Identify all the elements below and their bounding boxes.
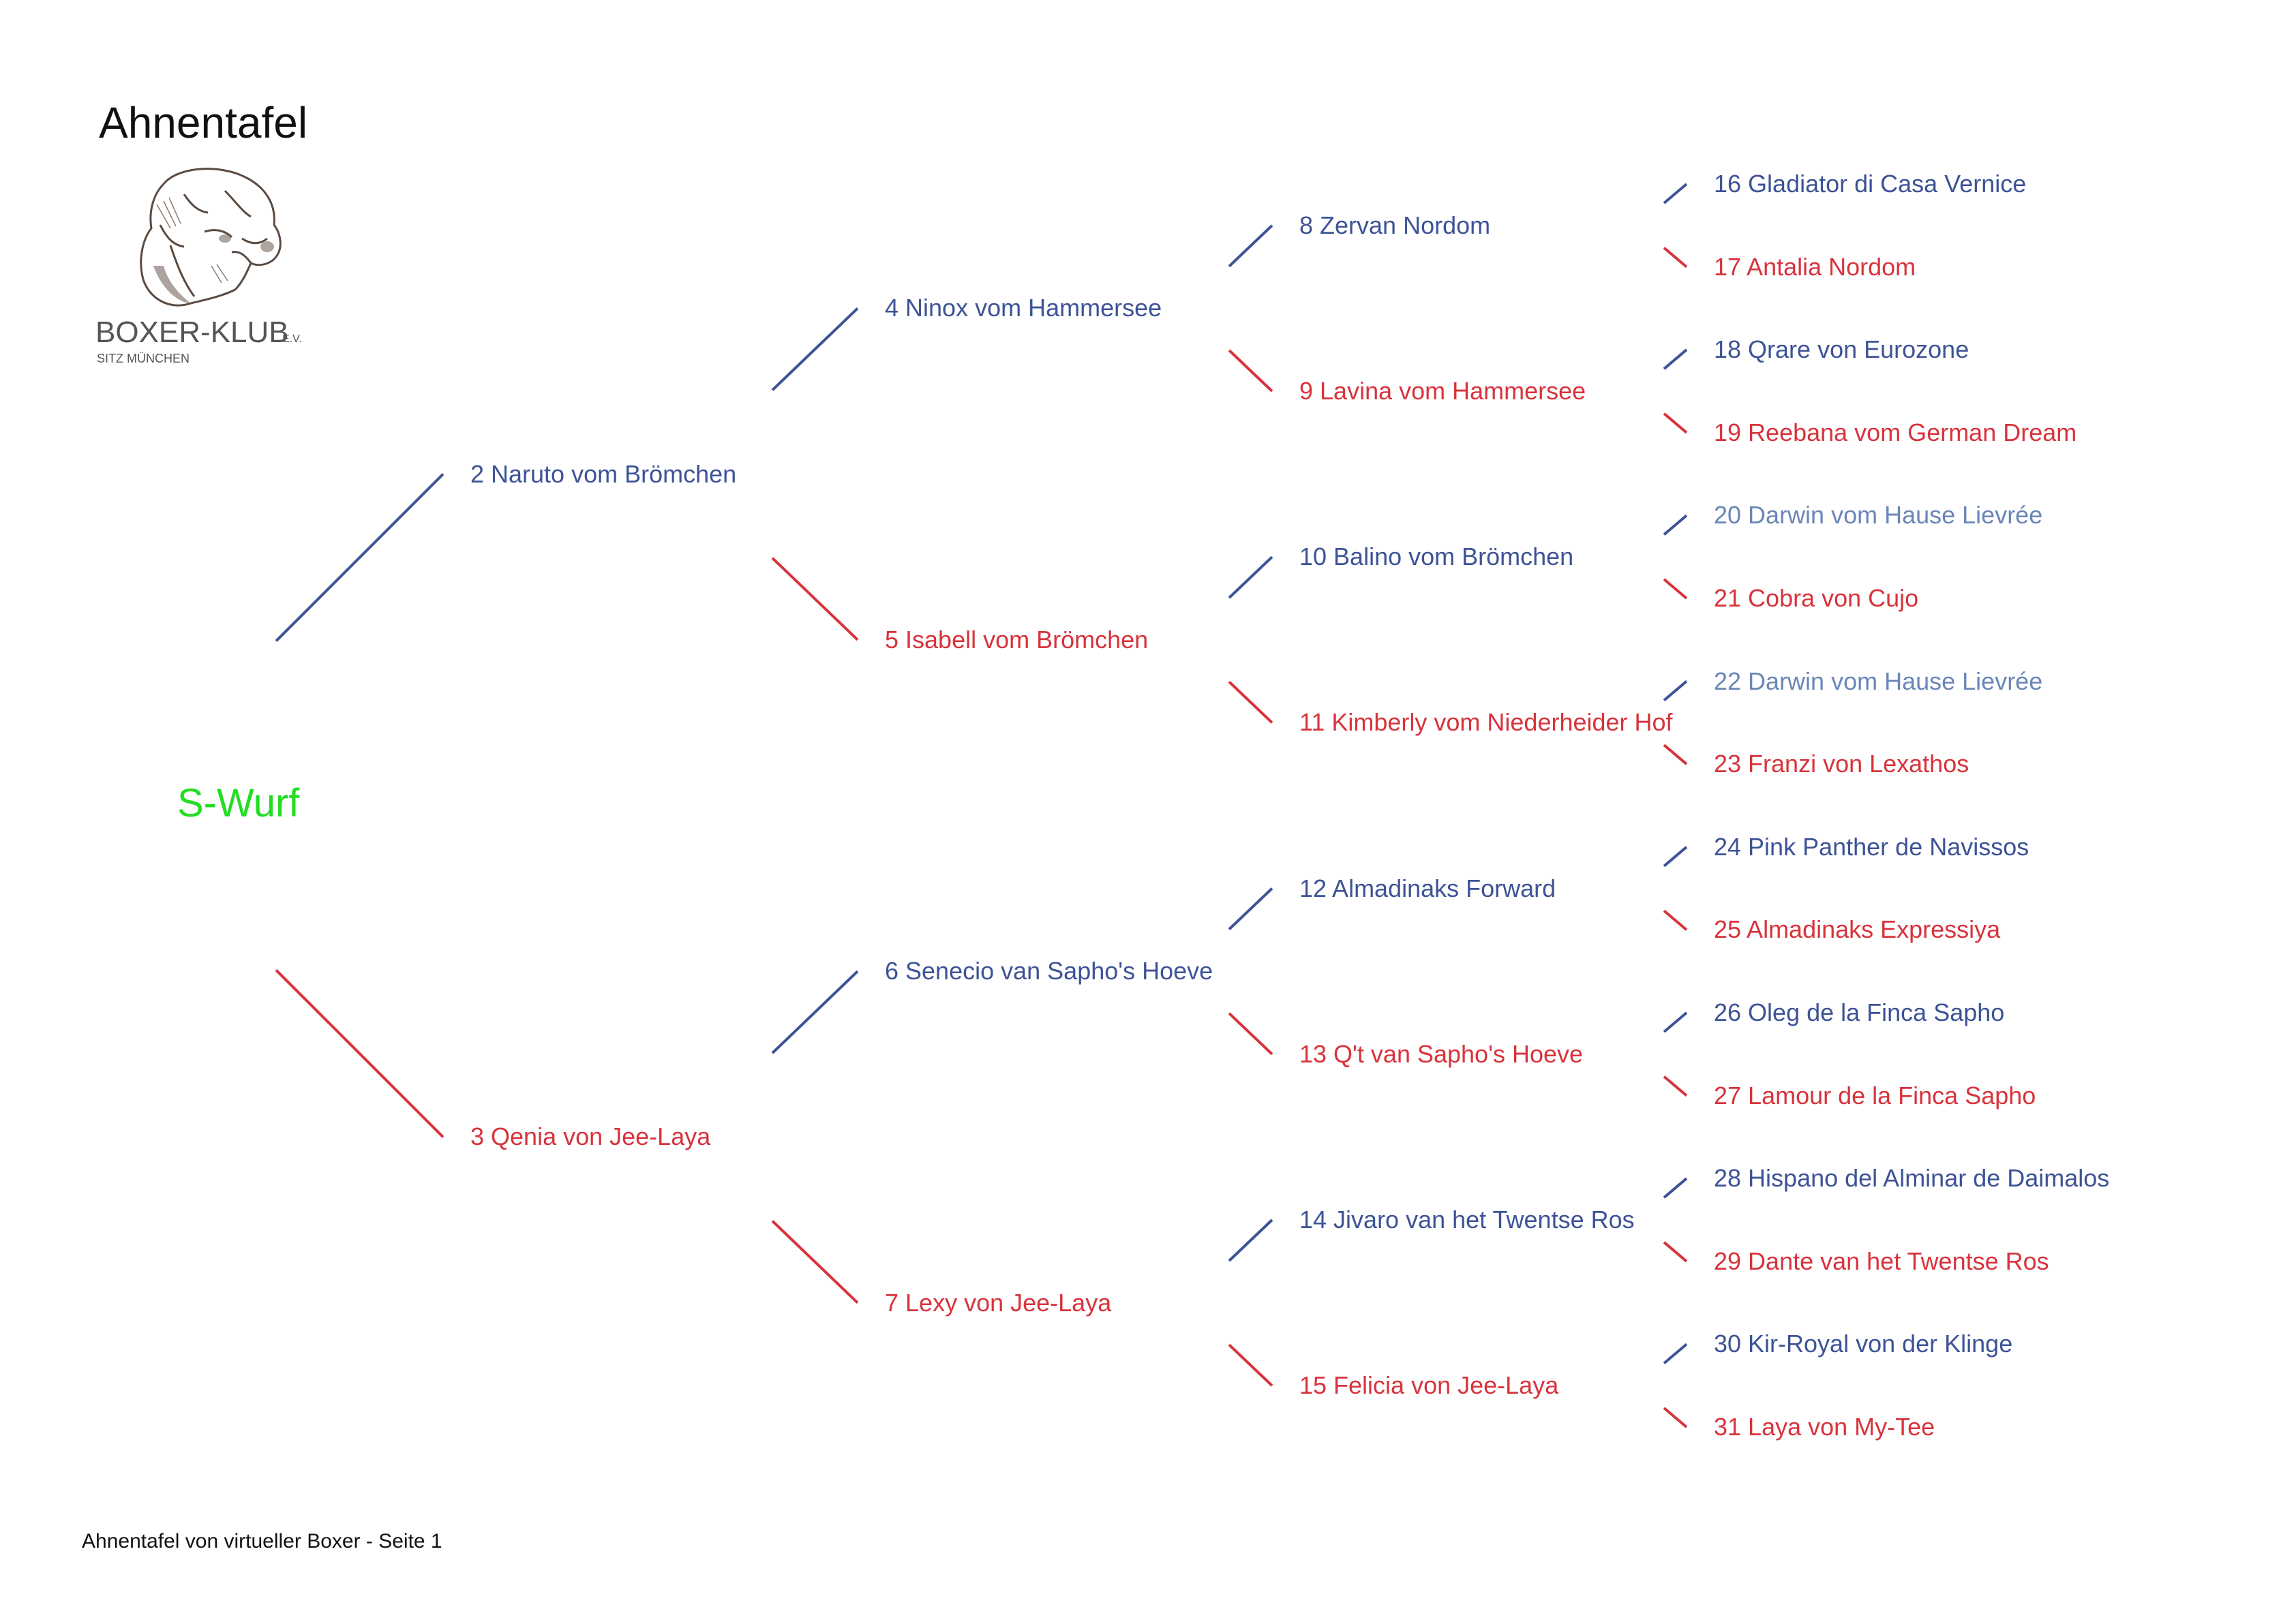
connector-13	[1228, 1012, 1273, 1056]
connector-9	[1228, 349, 1273, 393]
connector-14	[1228, 1219, 1273, 1262]
ancestor-8: 8 Zervan Nordom	[1299, 211, 1491, 239]
ancestor-20: 20 Darwin vom Hause Lievrée	[1714, 501, 2043, 530]
page-footer: Ahnentafel von virtueller Boxer - Seite …	[82, 1530, 442, 1552]
connector-12	[1228, 887, 1273, 931]
ancestor-9: 9 Lavina vom Hammersee	[1299, 377, 1586, 405]
ancestor-11: 11 Kimberly vom Niederheider Hof	[1299, 708, 1673, 737]
logo-name: BOXER-KLUB	[95, 316, 289, 349]
ancestor-10: 10 Balino vom Brömchen	[1299, 542, 1574, 571]
ancestor-19: 19 Reebana vom German Dream	[1714, 418, 2077, 446]
ancestor-6: 6 Senecio van Sapho's Hoeve	[885, 957, 1213, 985]
connector-16	[1663, 183, 1688, 204]
ancestor-2: 2 Naruto vom Brömchen	[470, 459, 737, 488]
connector-21	[1663, 578, 1688, 600]
ancestor-27: 27 Lamour de la Finca Sapho	[1714, 1081, 2036, 1110]
ancestor-23: 23 Franzi von Lexathos	[1714, 750, 1969, 778]
connector-20	[1663, 514, 1688, 536]
logo-suffix: E.V.	[282, 333, 302, 345]
connector-3	[275, 968, 444, 1138]
ancestor-29: 29 Dante van het Twentse Ros	[1714, 1246, 2049, 1275]
ancestor-21: 21 Cobra von Cujo	[1714, 584, 1919, 612]
connector-4	[771, 307, 859, 391]
connector-7	[771, 1220, 859, 1304]
litter-label: S-Wurf	[177, 781, 300, 825]
connector-17	[1663, 247, 1688, 269]
ancestor-7: 7 Lexy von Jee-Laya	[885, 1288, 1112, 1317]
connector-10	[1228, 555, 1273, 599]
ancestor-5: 5 Isabell vom Brömchen	[885, 625, 1149, 654]
connector-23	[1663, 744, 1688, 765]
connector-6	[771, 970, 859, 1054]
ancestor-13: 13 Q't van Sapho's Hoeve	[1299, 1039, 1584, 1068]
connector-15	[1228, 1343, 1273, 1387]
ancestor-26: 26 Oleg de la Finca Sapho	[1714, 998, 2005, 1026]
boxer-klub-logo: BOXER-KLUB E.V. SITZ MÜNCHEN	[89, 164, 320, 375]
connector-11	[1228, 680, 1273, 724]
logo-subtitle: SITZ MÜNCHEN	[97, 352, 190, 365]
ancestor-18: 18 Qrare von Eurozone	[1714, 335, 1969, 364]
page-title: Ahnentafel	[99, 98, 308, 147]
connector-25	[1663, 909, 1688, 931]
connector-5	[771, 557, 859, 641]
connector-2	[275, 473, 444, 643]
ancestor-15: 15 Felicia von Jee-Laya	[1299, 1371, 1559, 1400]
connector-19	[1663, 412, 1688, 434]
connector-29	[1663, 1241, 1688, 1263]
ancestor-14: 14 Jivaro van het Twentse Ros	[1299, 1206, 1635, 1234]
connector-31	[1663, 1407, 1688, 1428]
connector-30	[1663, 1343, 1688, 1364]
ancestor-17: 17 Antalia Nordom	[1714, 252, 1916, 281]
connector-8	[1228, 224, 1273, 268]
ancestor-3: 3 Qenia von Jee-Laya	[470, 1122, 711, 1151]
boxer-dog-head-icon: BOXER-KLUB E.V. SITZ MÜNCHEN	[95, 168, 302, 365]
connector-28	[1663, 1177, 1688, 1199]
ancestor-30: 30 Kir-Royal von der Klinge	[1714, 1330, 2013, 1358]
connector-26	[1663, 1011, 1688, 1033]
ancestor-16: 16 Gladiator di Casa Vernice	[1714, 170, 2027, 198]
ancestor-31: 31 Laya von My-Tee	[1714, 1413, 1935, 1441]
ancestor-4: 4 Ninox vom Hammersee	[885, 294, 1162, 322]
ancestor-12: 12 Almadinaks Forward	[1299, 874, 1556, 902]
ancestor-25: 25 Almadinaks Expressiya	[1714, 915, 2001, 944]
connector-24	[1663, 846, 1688, 868]
connector-18	[1663, 348, 1688, 370]
ancestor-24: 24 Pink Panther de Navissos	[1714, 832, 2029, 861]
connector-27	[1663, 1075, 1688, 1097]
connector-22	[1663, 680, 1688, 702]
ancestor-28: 28 Hispano del Alminar de Daimalos	[1714, 1164, 2110, 1193]
ancestor-22: 22 Darwin vom Hause Lievrée	[1714, 667, 2043, 695]
